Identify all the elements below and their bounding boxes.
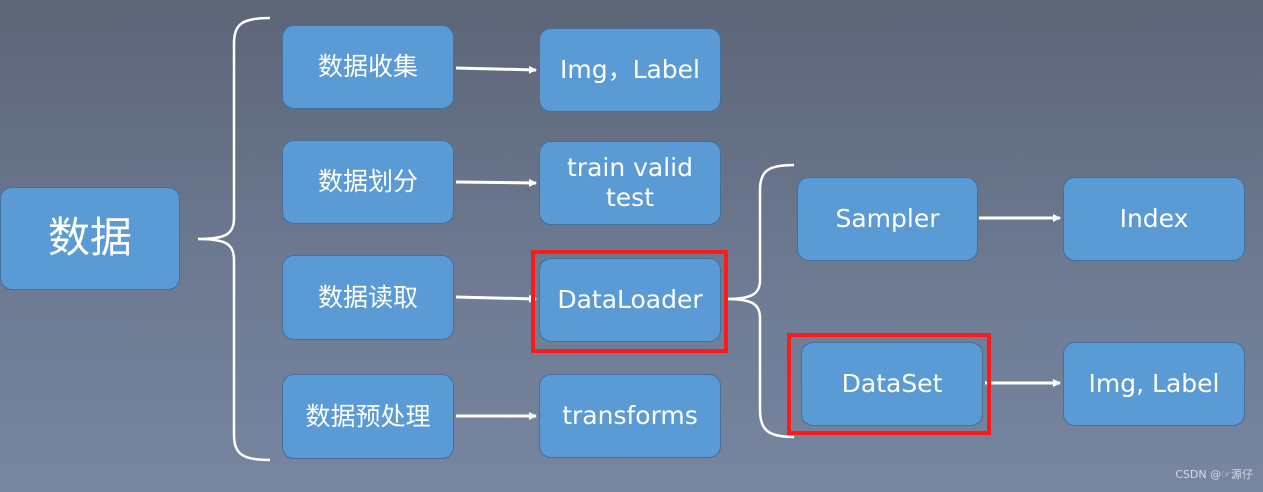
output-node-transforms: transforms (539, 374, 721, 458)
dataloader-brace (725, 163, 795, 439)
highlight-frame-dataset (787, 333, 991, 435)
part-output-index: Index (1063, 177, 1245, 261)
watermark-text: CSDN @☞源仔 (1175, 468, 1253, 481)
output-node-img-label: Img，Label (539, 28, 721, 112)
stage-node-read: 数据读取 (282, 255, 454, 340)
output-node-dataloader: DataLoader (539, 258, 721, 342)
stage-node-split: 数据划分 (282, 140, 454, 224)
main-brace (197, 16, 271, 462)
stage-node-preprocess: 数据预处理 (282, 374, 454, 459)
output-node-train-valid-test: train valid test (539, 141, 721, 225)
root-node: 数据 (0, 187, 180, 290)
part-node-sampler: Sampler (797, 177, 978, 261)
arrow-split-to-output (455, 178, 537, 187)
part-node-dataset: DataSet (801, 342, 983, 426)
part-output-img-label: Img, Label (1063, 342, 1245, 426)
highlight-frame-dataloader (531, 250, 728, 353)
stage-node-collect: 数据收集 (282, 25, 454, 109)
arrow-read-to-dataloader (455, 294, 537, 303)
arrow-collect-to-output (455, 65, 537, 74)
